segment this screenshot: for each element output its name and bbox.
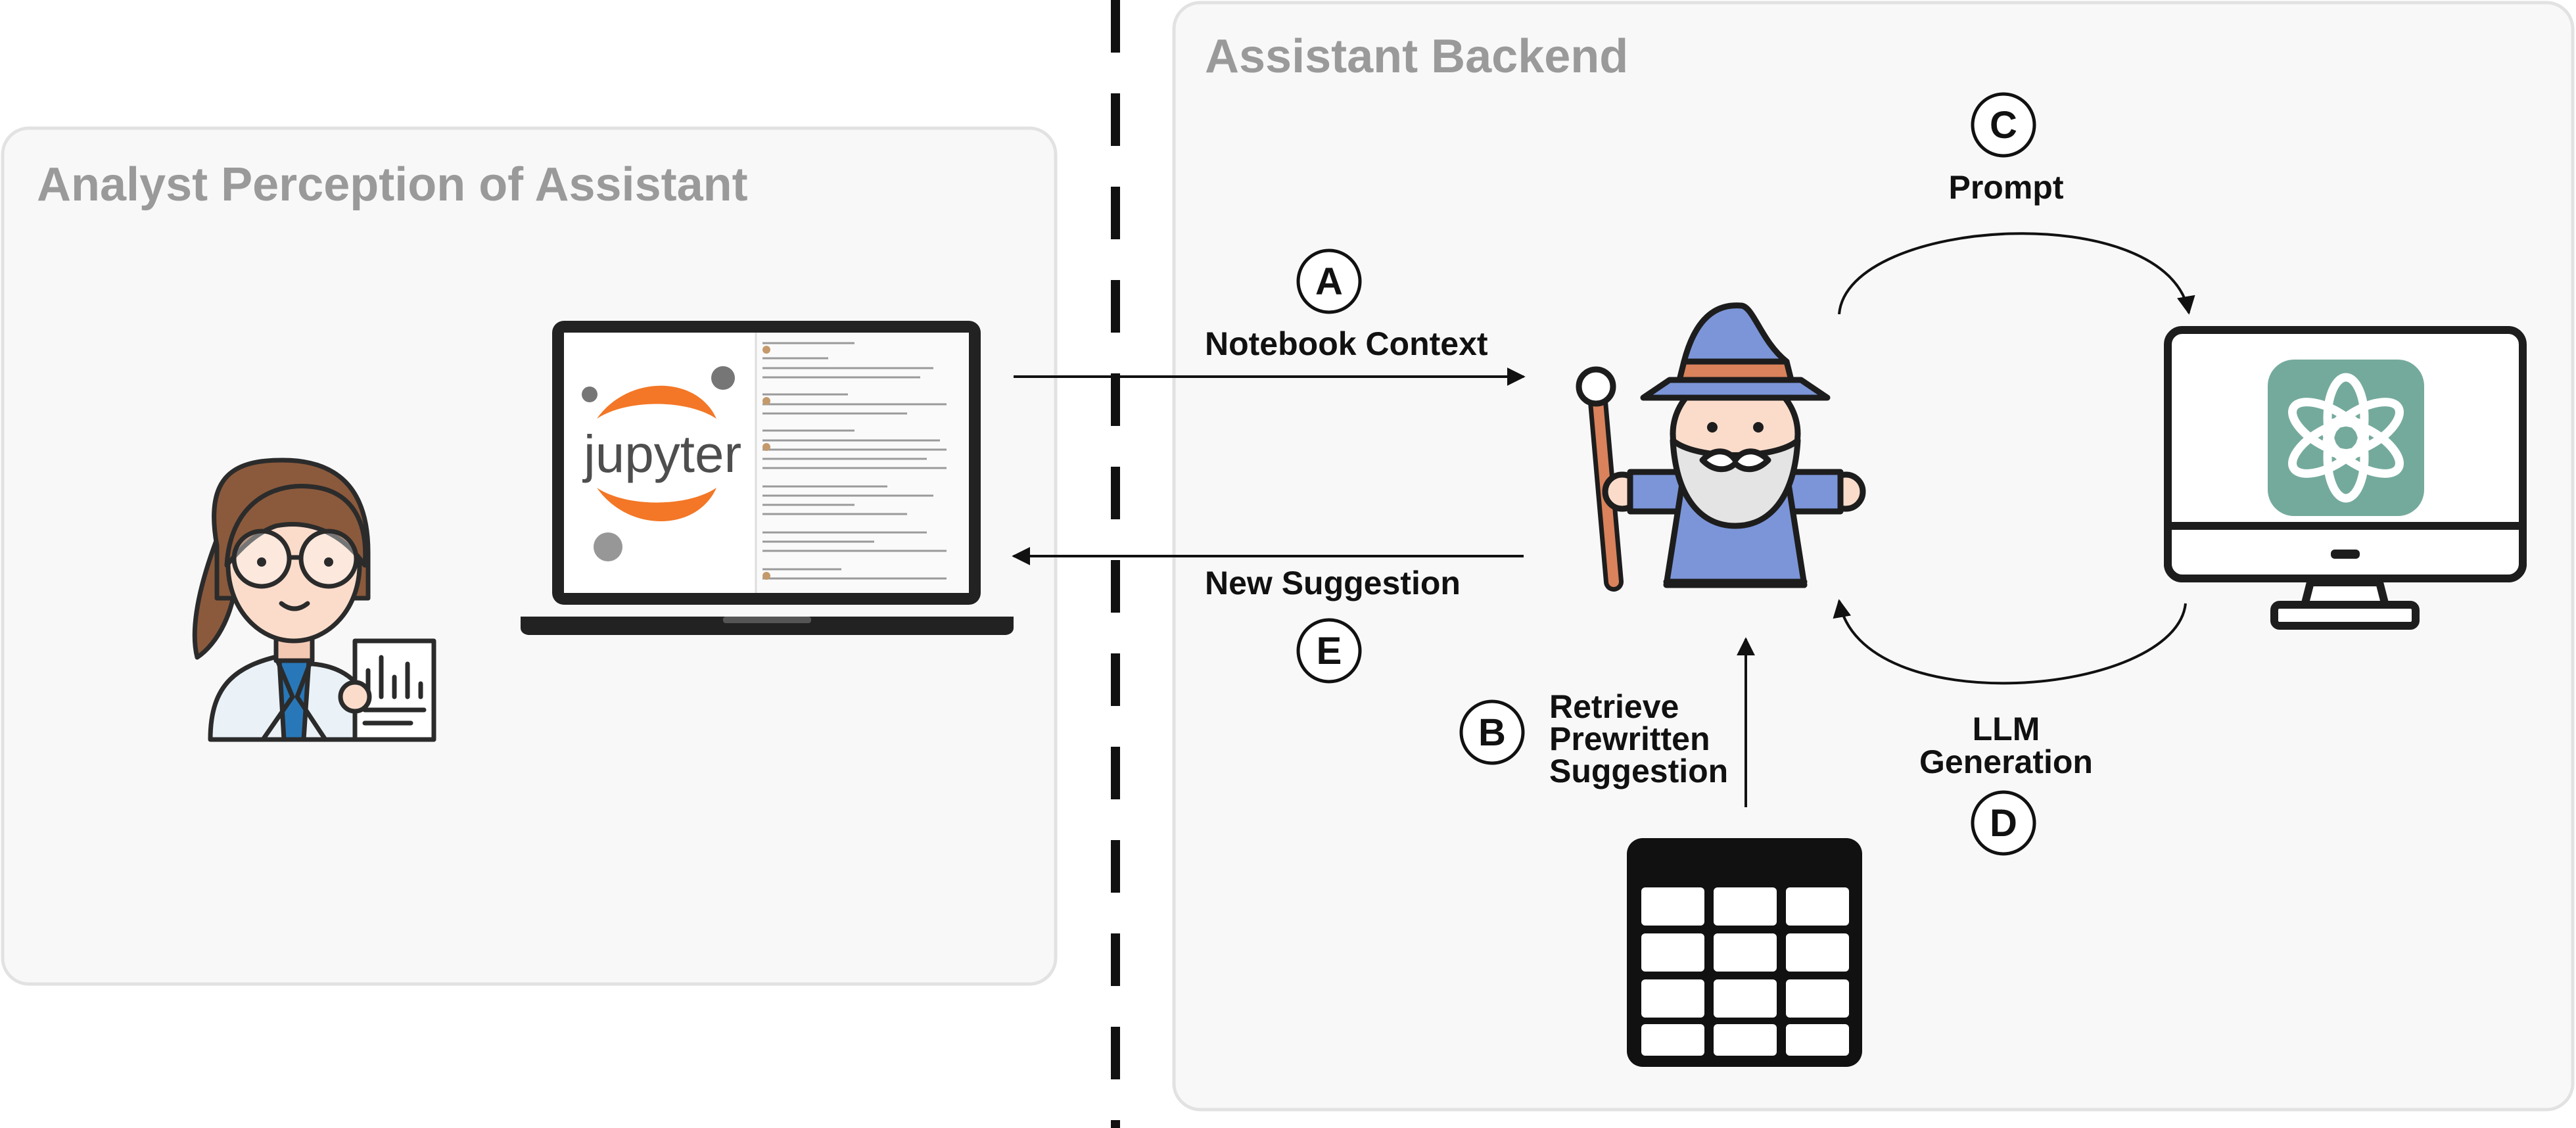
left-panel-title: Analyst Perception of Assistant bbox=[37, 158, 748, 211]
step-a-letter: A bbox=[1315, 260, 1343, 303]
step-e-label: New Suggestion bbox=[1205, 565, 1461, 601]
step-d-letter: D bbox=[1990, 802, 2017, 845]
notebook-chat-lines bbox=[762, 342, 947, 580]
step-c-badge: C bbox=[1971, 92, 2036, 158]
jupyter-logo-icon: jupyter bbox=[582, 366, 741, 561]
step-c-letter: C bbox=[1990, 104, 2017, 147]
chat-avatar-dots bbox=[762, 346, 770, 580]
arrow-prompt bbox=[1838, 232, 2195, 315]
step-b-label-line3: Suggestion bbox=[1549, 753, 1728, 789]
step-a-badge: A bbox=[1296, 248, 1362, 314]
step-c-label: Prompt bbox=[1949, 169, 2064, 206]
arrow-llm-generation bbox=[1833, 599, 2187, 685]
step-d-label-line1: LLM bbox=[1973, 711, 2040, 747]
analyst-person-icon bbox=[192, 458, 436, 742]
step-e-letter: E bbox=[1317, 630, 1342, 672]
step-b-label-line1: Retrieve bbox=[1549, 688, 1679, 725]
database-table-icon bbox=[1627, 838, 1862, 1067]
step-b-label-line2: Prewritten bbox=[1549, 720, 1710, 757]
right-panel-title: Assistant Backend bbox=[1205, 30, 1628, 83]
step-e-badge: E bbox=[1296, 618, 1362, 684]
step-a-label: Notebook Context bbox=[1205, 325, 1488, 362]
jupyter-logo-text: jupyter bbox=[582, 425, 741, 483]
step-b-letter: B bbox=[1478, 711, 1506, 754]
step-d-label-line2: Generation bbox=[1919, 743, 2093, 780]
laptop-icon: jupyter bbox=[521, 321, 1014, 635]
wizard-assistant-icon bbox=[1576, 302, 1866, 592]
step-d-badge: D bbox=[1971, 790, 2036, 856]
openai-logo-icon bbox=[2268, 360, 2424, 516]
step-b-badge: B bbox=[1459, 699, 1525, 765]
